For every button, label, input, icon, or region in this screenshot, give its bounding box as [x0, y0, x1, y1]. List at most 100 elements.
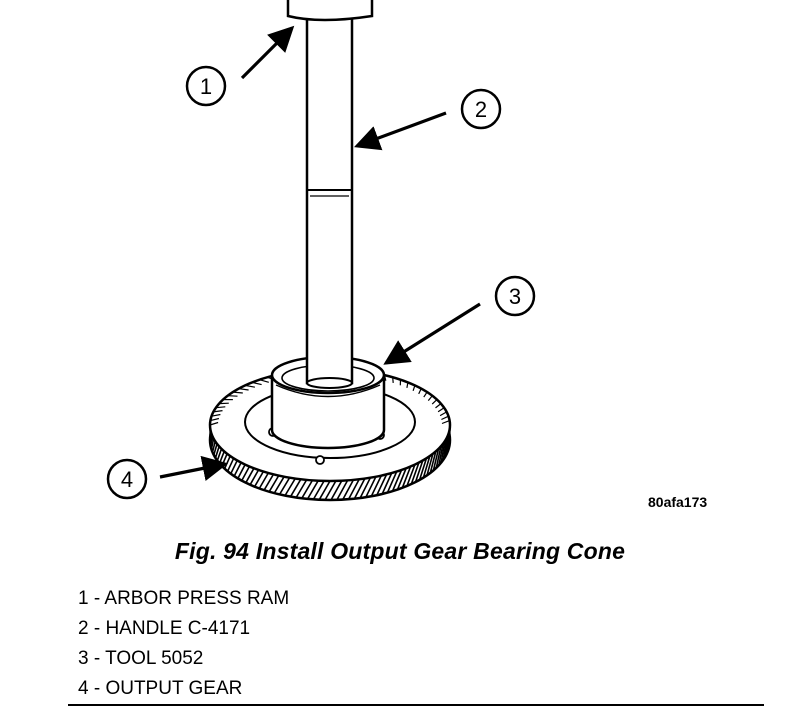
gear-teeth: [209, 368, 451, 501]
leader-arrow-4: [159, 455, 229, 481]
gear-tooth: [427, 395, 433, 401]
gear-tooth: [232, 391, 243, 394]
gear-tooth: [284, 478, 296, 497]
bottom-rule: [68, 704, 764, 706]
gear-tooth: [213, 443, 218, 456]
gear-tooth: [233, 462, 242, 477]
gear-tooth: [301, 479, 314, 499]
gear-tooth: [330, 480, 343, 501]
gear-tooth: [391, 469, 403, 492]
svg-text:2: 2: [475, 97, 487, 122]
gear-tooth: [376, 474, 388, 496]
gear-tooth: [359, 477, 372, 499]
callout-3: 3: [494, 275, 536, 317]
gear-tooth: [441, 420, 450, 425]
gear-tooth: [253, 471, 264, 488]
gear-tooth: [431, 399, 438, 405]
gear-tooth: [318, 480, 331, 501]
gear-tooth: [324, 480, 337, 501]
gear-tooth: [370, 475, 383, 497]
gear-tooth: [432, 448, 440, 471]
legend-list: 1 - ARBOR PRESS RAM 2 - HANDLE C-4171 3 …: [78, 584, 289, 704]
leader-arrow-1: [240, 25, 295, 80]
arbor-press-ram: [286, 0, 374, 22]
gear-tooth: [441, 415, 449, 421]
legend-item: 1 - ARBOR PRESS RAM: [78, 588, 290, 609]
gear-tooth: [341, 479, 355, 501]
gear-tooth: [347, 478, 360, 500]
gear-tooth: [429, 451, 437, 474]
svg-text:3: 3: [509, 284, 521, 309]
leader-arrows: [159, 25, 481, 481]
gear-tooth: [215, 406, 226, 409]
callout-1: 1: [185, 65, 227, 107]
legend-item: 2 - HANDLE C-4171: [78, 618, 251, 639]
gear-tooth: [353, 478, 366, 500]
leader-arrow-2: [353, 111, 447, 151]
gear-tooth: [406, 464, 416, 487]
gear-tooth: [381, 472, 393, 495]
gear-tooth: [423, 391, 428, 398]
legend-item: 4 - OUTPUT GEAR: [78, 678, 243, 699]
gear-tooth: [418, 458, 428, 481]
gear-tooth: [289, 478, 302, 498]
gear-tooth: [306, 480, 319, 500]
figure-id: 80afa173: [648, 494, 708, 510]
gear-tooth: [278, 477, 291, 495]
gear-tooth: [444, 435, 449, 457]
gear-tooth: [295, 479, 308, 499]
gear-tooth: [418, 388, 422, 395]
gear-tooth: [238, 388, 249, 391]
gear-tooth: [251, 381, 262, 386]
gear-tooth: [396, 468, 407, 490]
gear-tooth: [263, 473, 275, 491]
gear-tooth: [422, 455, 431, 478]
gear-tooth: [211, 413, 221, 417]
gear-tooth: [442, 438, 448, 460]
gear-tooth: [210, 417, 220, 422]
gear-tooth: [365, 476, 377, 498]
gear-tooth: [209, 424, 212, 435]
handle-c-4171: [305, 16, 354, 389]
figure-caption: Fig. 94 Install Output Gear Bearing Cone: [174, 538, 626, 564]
gear-tooth: [209, 435, 214, 447]
gear-tooth: [268, 475, 280, 493]
gear-tooth: [410, 462, 420, 485]
svg-text:1: 1: [200, 74, 212, 99]
leader-arrow-3: [383, 302, 481, 365]
gear-tooth: [406, 382, 409, 389]
gear-tooth: [258, 472, 269, 489]
gear-tooth: [435, 446, 442, 469]
gear-tooth: [312, 480, 325, 500]
gear-tooth: [273, 476, 285, 494]
gear-tooth: [435, 403, 442, 409]
gear-tooth: [426, 453, 434, 476]
svg-text:4: 4: [121, 467, 133, 492]
gear-tooth: [249, 469, 260, 486]
gear-tooth: [336, 480, 349, 501]
gear-tooth: [439, 411, 447, 417]
gear-tooth: [227, 395, 238, 397]
gear-tooth: [259, 379, 269, 383]
callout-4: 4: [106, 458, 148, 500]
gear-tooth: [401, 466, 412, 489]
gear-tooth: [210, 438, 215, 450]
gear-tooth: [209, 421, 219, 426]
gear-tooth: [211, 441, 216, 453]
gear-tooth: [226, 458, 235, 472]
gear-tooth: [240, 466, 251, 482]
gear-tooth: [245, 467, 255, 484]
gear-tooth: [392, 377, 394, 383]
gear-tooth: [237, 464, 246, 479]
illustration: 1 2 3 4: [106, 0, 536, 502]
gear-tooth: [412, 385, 416, 391]
gear-tooth: [230, 460, 238, 475]
gear-tooth: [414, 460, 424, 483]
gear-tooth: [386, 471, 398, 494]
legend-item: 3 - TOOL 5052: [78, 648, 204, 669]
gear-tooth: [438, 443, 444, 466]
gear-tooth: [437, 407, 445, 413]
callout-2: 2: [460, 88, 502, 130]
gear-tooth: [244, 384, 256, 388]
gear-tooth: [440, 441, 446, 463]
